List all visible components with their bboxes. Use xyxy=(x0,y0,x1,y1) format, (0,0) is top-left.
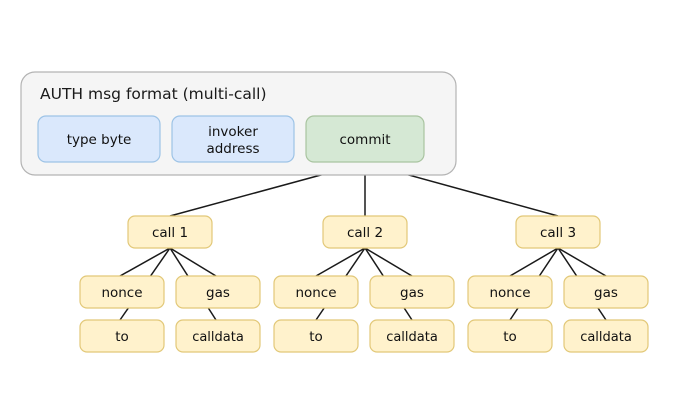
node-call-3-calldata[interactable]: calldata xyxy=(563,319,649,353)
node-call-2-calldata[interactable]: calldata xyxy=(369,319,455,353)
edge-call1-gas xyxy=(169,247,217,277)
node-call-1-nonce[interactable]: nonce xyxy=(79,275,165,309)
field-type-byte[interactable]: type byte xyxy=(37,115,161,163)
node-call-1-calldata-label: calldata xyxy=(192,330,244,345)
node-call-1-gas-box[interactable] xyxy=(175,275,261,309)
node-call-1-label: call 1 xyxy=(152,225,188,241)
field-invoker-address-label-line1: invoker xyxy=(208,124,258,140)
node-call-1-to[interactable]: to xyxy=(79,319,165,353)
node-call-1-to-box[interactable] xyxy=(79,319,165,353)
node-call-2-label: call 2 xyxy=(347,225,383,241)
node-call-3-nonce[interactable]: nonce xyxy=(467,275,553,309)
panel-title: AUTH msg format (multi-call) xyxy=(40,85,267,103)
field-type-byte-label: type byte xyxy=(67,132,132,148)
node-call-3-calldata-label: calldata xyxy=(580,330,632,345)
node-call-3-nonce-box[interactable] xyxy=(467,275,553,309)
node-call-1-to-label: to xyxy=(115,329,129,345)
node-call-2-to-box[interactable] xyxy=(273,319,359,353)
node-call-3-label: call 3 xyxy=(540,225,576,241)
node-call-2-gas-box[interactable] xyxy=(369,275,455,309)
call-group-2: call 2 nonce gas to calldata xyxy=(273,215,455,353)
node-call-1-box[interactable] xyxy=(127,215,213,249)
node-call-1-nonce-label: nonce xyxy=(101,285,142,301)
node-call-3-to-label: to xyxy=(503,329,517,345)
node-call-3-gas-box[interactable] xyxy=(563,275,649,309)
edge-call2-gas xyxy=(364,247,413,277)
edge-call3-nonce xyxy=(509,247,559,277)
field-invoker-address-box[interactable] xyxy=(171,115,295,163)
node-call-3-to-box[interactable] xyxy=(467,319,553,353)
edge-call2-nonce xyxy=(315,247,366,277)
field-commit[interactable]: commit xyxy=(305,115,425,163)
node-call-2-to[interactable]: to xyxy=(273,319,359,353)
node-call-2-box[interactable] xyxy=(322,215,408,249)
node-call-1-calldata-box[interactable] xyxy=(175,319,261,353)
node-call-2-gas-label: gas xyxy=(400,285,424,301)
field-invoker-address-label-line2: address xyxy=(206,141,259,157)
auth-msg-panel: AUTH msg format (multi-call) type byte i… xyxy=(20,71,457,176)
node-call-3-gas-label: gas xyxy=(594,285,618,301)
node-call-3-calldata-box[interactable] xyxy=(563,319,649,353)
node-call-2-calldata-label: calldata xyxy=(386,330,438,345)
node-call-1-nonce-box[interactable] xyxy=(79,275,165,309)
edge-call3-gas xyxy=(557,247,607,277)
node-call-3[interactable]: call 3 xyxy=(515,215,601,249)
node-call-3-to[interactable]: to xyxy=(467,319,553,353)
node-call-1-calldata[interactable]: calldata xyxy=(175,319,261,353)
field-commit-label: commit xyxy=(339,132,390,148)
node-call-3-box[interactable] xyxy=(515,215,601,249)
call-group-1: call 1 nonce gas to calldata xyxy=(79,215,261,353)
node-call-2-to-label: to xyxy=(309,329,323,345)
call-group-3: call 3 nonce gas to calldata xyxy=(467,215,649,353)
field-commit-box[interactable] xyxy=(305,115,425,163)
edge-call1-nonce xyxy=(119,247,171,277)
node-call-1[interactable]: call 1 xyxy=(127,215,213,249)
node-call-1-gas-label: gas xyxy=(206,285,230,301)
node-call-1-gas[interactable]: gas xyxy=(175,275,261,309)
node-call-2-gas[interactable]: gas xyxy=(369,275,455,309)
node-call-2-nonce-box[interactable] xyxy=(273,275,359,309)
field-type-byte-box[interactable] xyxy=(37,115,161,163)
node-call-2-nonce-label: nonce xyxy=(295,285,336,301)
node-call-2-nonce[interactable]: nonce xyxy=(273,275,359,309)
node-call-2-calldata-box[interactable] xyxy=(369,319,455,353)
node-call-2[interactable]: call 2 xyxy=(322,215,408,249)
node-call-3-nonce-label: nonce xyxy=(489,285,530,301)
field-invoker-address[interactable]: invoker address xyxy=(171,115,295,163)
node-call-3-gas[interactable]: gas xyxy=(563,275,649,309)
